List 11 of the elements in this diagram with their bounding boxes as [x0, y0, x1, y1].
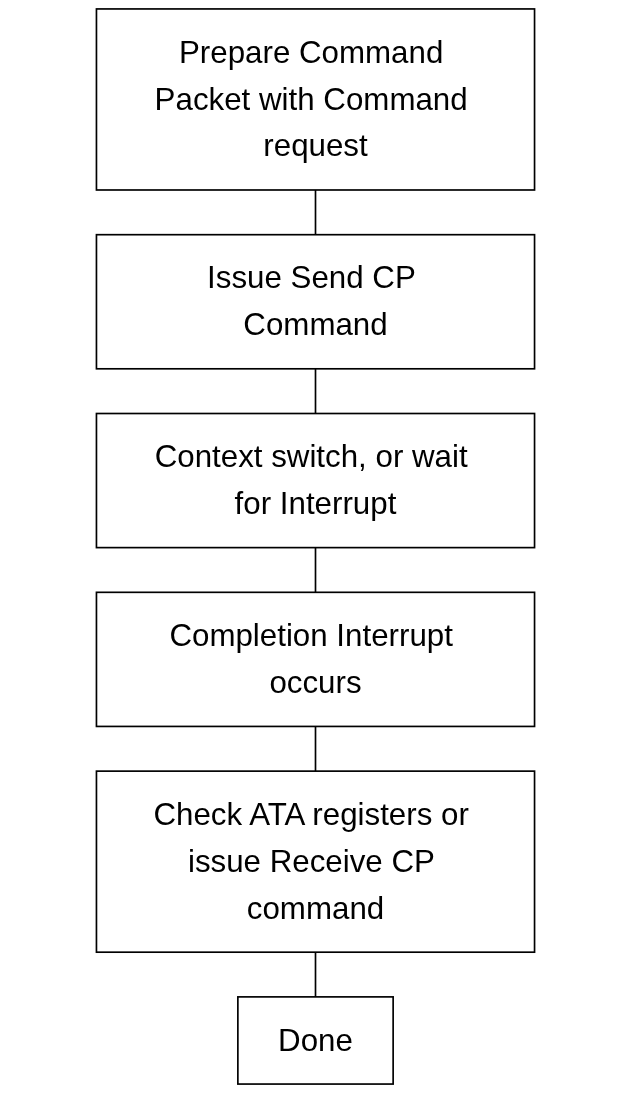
- node-box: Issue Send CP Command: [95, 233, 536, 370]
- node-box: Context switch, or wait for Interrupt: [95, 412, 536, 549]
- node-box: Prepare Command Packet with Command request: [95, 8, 536, 191]
- connector: [314, 367, 317, 415]
- connector: [314, 546, 317, 594]
- node-box: Check ATA registers or issue Receive CP command: [95, 770, 536, 953]
- node-box: Completion Interrupt occurs: [95, 591, 536, 728]
- connector: [314, 725, 317, 772]
- connector: [314, 189, 317, 236]
- connector: [314, 951, 317, 998]
- node-box: Done: [237, 996, 394, 1085]
